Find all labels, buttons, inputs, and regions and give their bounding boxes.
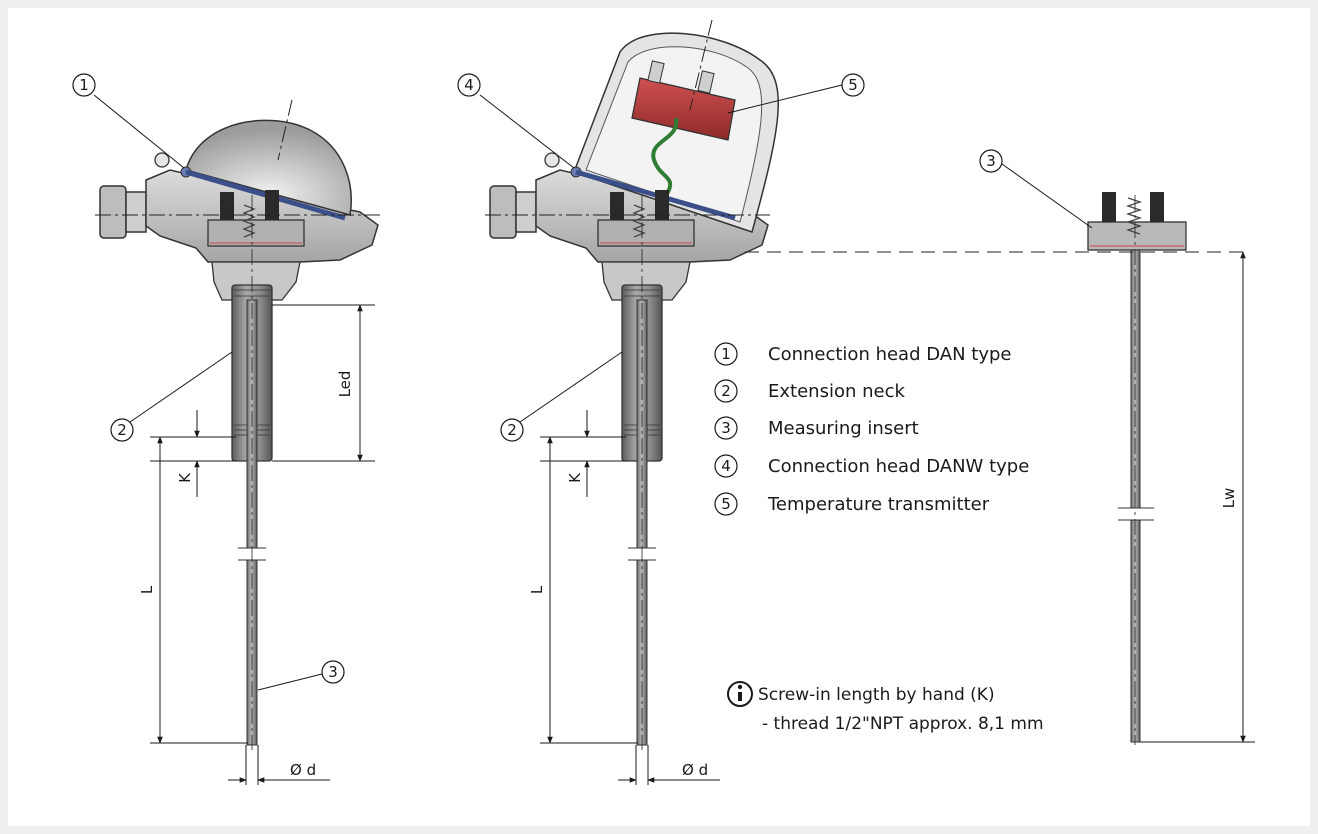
legend-item-2-number: 2 (721, 382, 731, 400)
dim-label-l-2: L (528, 585, 546, 594)
terminal-block-2 (597, 219, 695, 247)
legend-item-3-number: 3 (721, 419, 731, 437)
info-circle-icon (727, 681, 753, 707)
callout-2: 2 (110, 418, 134, 442)
callout-4: 4 (457, 73, 481, 97)
legend-item-1: 1 Connection head DAN type (714, 342, 1011, 366)
cable-gland-2 (489, 185, 517, 239)
dome-cover (185, 119, 352, 216)
callout-3-second: 3 (979, 149, 1003, 173)
callout-2-second: 2 (500, 418, 524, 442)
callout-3-second-label: 3 (986, 152, 996, 170)
insert-stem-upper-3 (1130, 249, 1141, 509)
legend-item-3-label: Measuring insert (768, 418, 919, 439)
hinge-screw (154, 152, 170, 168)
note-line-1: Screw-in length by hand (K) (758, 685, 995, 705)
measuring-insert-assembly (1087, 192, 1187, 745)
legend-item-5-number: 5 (721, 495, 731, 513)
insert-stem-lower-3 (1130, 519, 1141, 743)
temperature-transmitter (631, 77, 736, 141)
dim-label-diameter-1: Ø d (290, 761, 316, 779)
insert-spring (1125, 197, 1143, 235)
callout-5: 5 (841, 73, 865, 97)
legend-item-2-label: Extension neck (768, 381, 905, 402)
cable-gland (99, 185, 127, 239)
legend-item-1-label: Connection head DAN type (768, 344, 1011, 365)
spring (242, 204, 256, 238)
legend-item-2: 2 Extension neck (714, 379, 905, 403)
terminal-block (207, 219, 305, 247)
callout-3: 3 (321, 660, 345, 684)
legend-item-4-number: 4 (721, 457, 731, 475)
legend: 1 Connection head DAN type 2 Extension n… (714, 342, 1029, 516)
hinge-screw-2 (544, 152, 560, 168)
spring-2 (632, 204, 646, 238)
dim-label-k-1: K (176, 472, 194, 483)
callout-1: 1 (72, 73, 96, 97)
legend-item-5-label: Temperature transmitter (767, 494, 990, 515)
callout-2-second-label: 2 (507, 421, 517, 439)
legend-item-4: 4 Connection head DANW type (714, 454, 1029, 478)
assembly-danw (485, 19, 780, 750)
legend-item-3: 3 Measuring insert (714, 416, 919, 440)
callout-leaders (93, 84, 1093, 691)
dim-label-lw: Lw (1220, 488, 1238, 509)
callout-4-label: 4 (464, 76, 474, 94)
dim-label-led: Led (336, 371, 354, 398)
callout-1-label: 1 (79, 76, 89, 94)
dim-label-diameter-2: Ø d (682, 761, 708, 779)
legend-item-1-number: 1 (721, 345, 731, 363)
callout-5-label: 5 (848, 76, 858, 94)
dim-label-l-1: L (138, 585, 156, 594)
screw-in-note: Screw-in length by hand (K) - thread 1/2… (727, 681, 1044, 734)
legend-item-4-label: Connection head DANW type (768, 456, 1029, 477)
legend-item-5: 5 Temperature transmitter (714, 492, 990, 516)
dimension-lines (150, 251, 1255, 785)
dim-label-k-2: K (566, 472, 584, 483)
callout-3-label: 3 (328, 663, 338, 681)
assembly-dan (95, 99, 380, 750)
note-line-2: - thread 1/2"NPT approx. 8,1 mm (762, 714, 1044, 734)
callout-2-label: 2 (117, 421, 127, 439)
